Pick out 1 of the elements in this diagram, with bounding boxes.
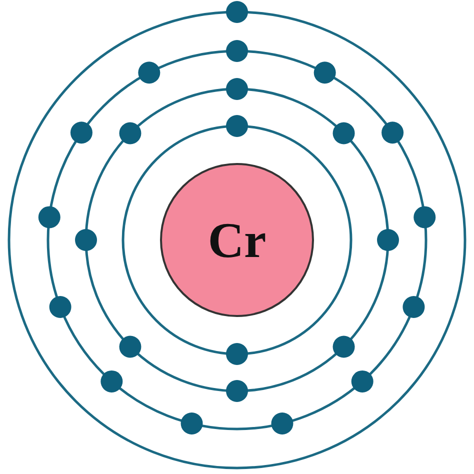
element-symbol: Cr	[208, 211, 266, 269]
